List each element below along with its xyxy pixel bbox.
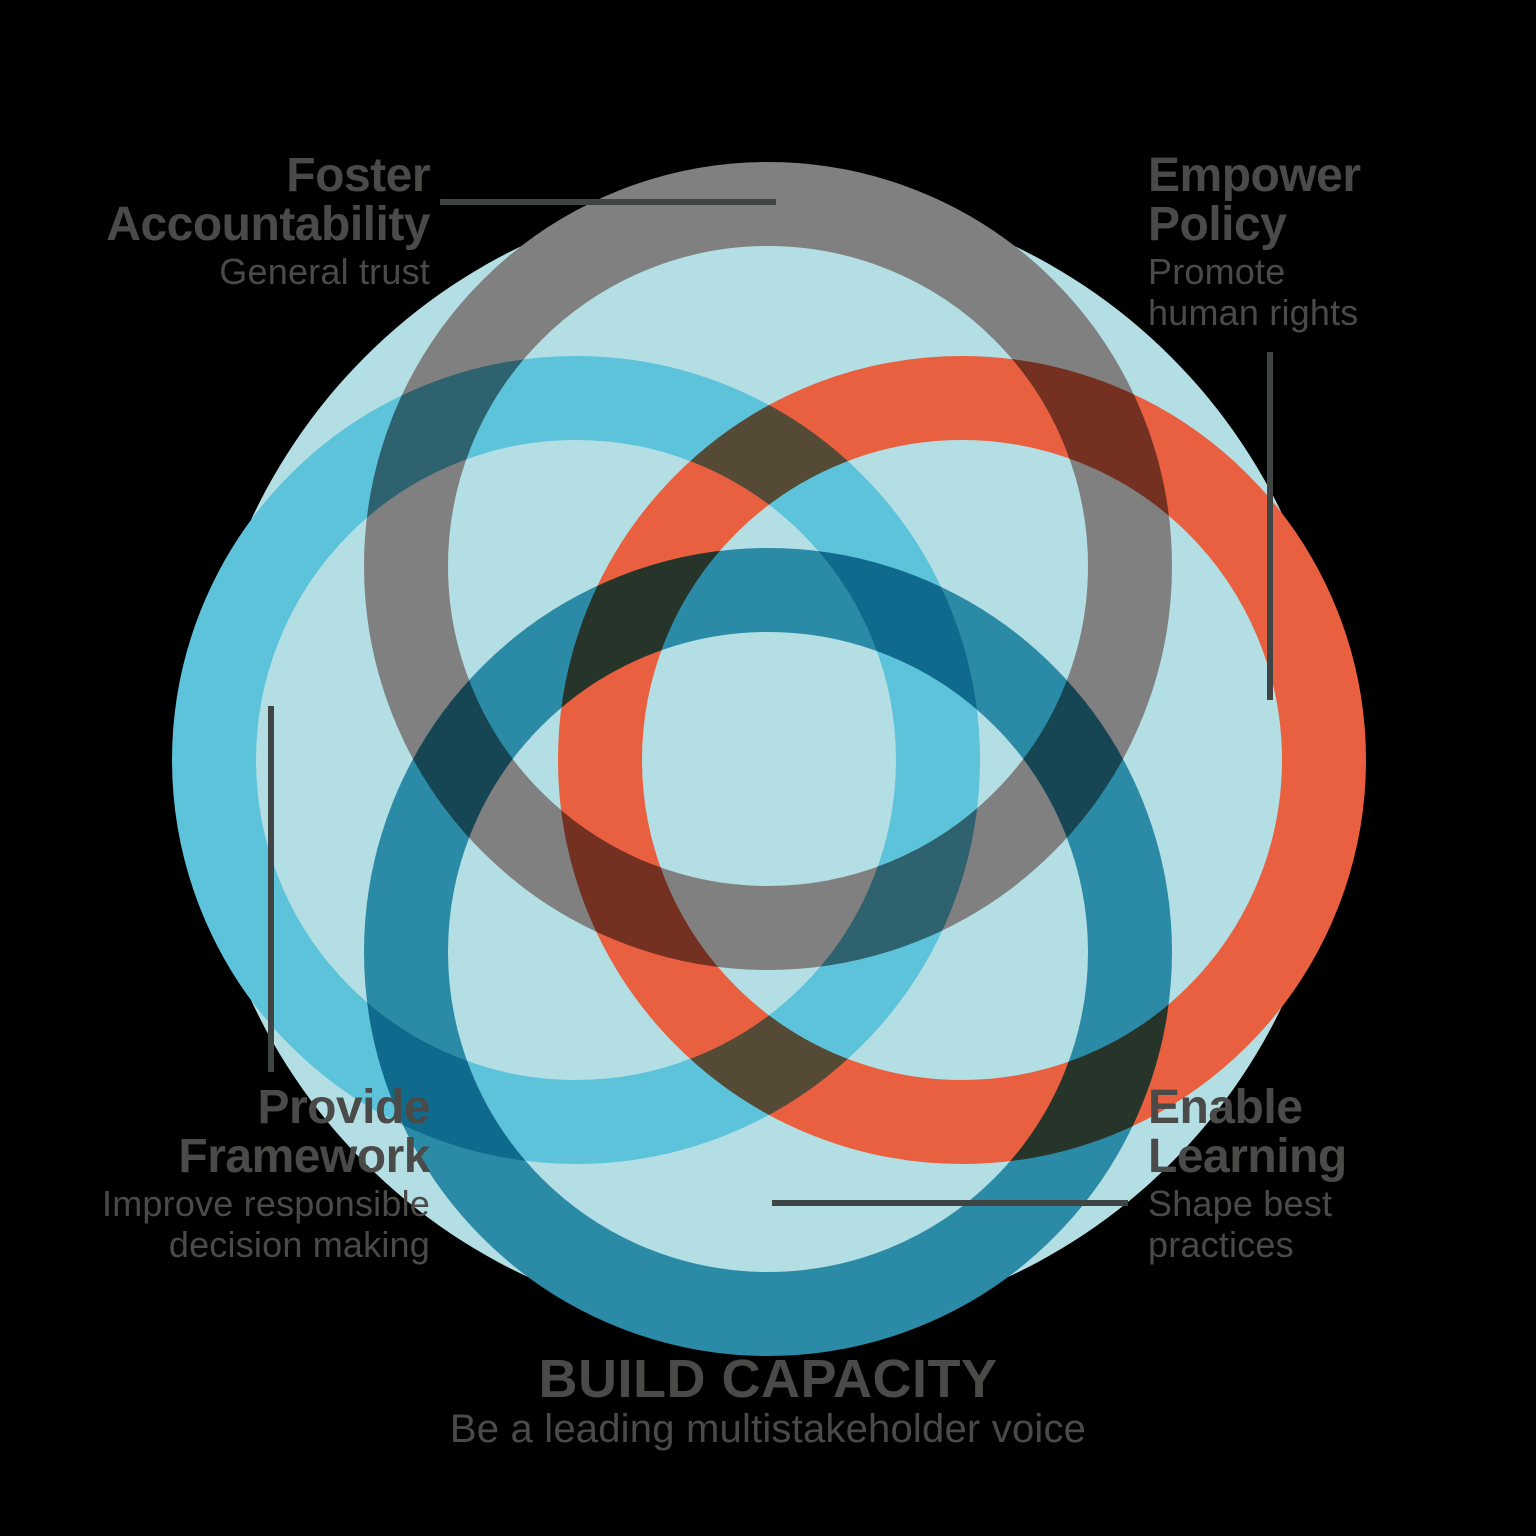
footer-subtitle: Be a leading multistakeholder voice: [449, 1407, 1087, 1452]
label-title-line2: Framework: [178, 1129, 430, 1183]
label-title-line1: Empower: [1148, 149, 1361, 202]
label-subtitle-line2: practices: [1148, 1223, 1294, 1265]
ring-provide-framework[interactable]: [172, 356, 980, 1164]
footer-title: BUILD CAPACITY: [538, 1349, 998, 1409]
label-title-line1: Enable: [1148, 1081, 1303, 1134]
label-title-line2: Learning: [1148, 1129, 1347, 1183]
label-enable-learning[interactable]: Enable Learning Shape best practices: [1148, 1081, 1518, 1265]
label-subtitle-line1: Shape best: [1148, 1182, 1333, 1224]
label-title-line2: Policy: [1148, 197, 1287, 251]
label-subtitle-line2: decision making: [168, 1223, 430, 1265]
label-subtitle: General trust: [219, 250, 430, 292]
label-subtitle-line1: Improve responsible: [102, 1182, 430, 1224]
label-provide-framework[interactable]: Provide Framework Improve responsible de…: [30, 1081, 430, 1265]
label-empower-policy[interactable]: Empower Policy Promote human rights: [1148, 149, 1518, 333]
label-subtitle-line2: human rights: [1148, 291, 1359, 333]
label-subtitle-line1: Promote: [1148, 250, 1286, 292]
ring-enable-learning[interactable]: [364, 548, 1172, 1356]
ring-empower-policy[interactable]: [558, 356, 1366, 1164]
label-foster-accountability[interactable]: Foster Accountability General trust: [20, 149, 430, 292]
label-title-line1: Provide: [257, 1081, 430, 1134]
label-build-capacity: BUILD CAPACITY Be a leading multistakeho…: [268, 1349, 1268, 1452]
halo-background-circle: [198, 190, 1338, 1330]
label-title-line1: Foster: [286, 149, 430, 202]
label-title-line2: Accountability: [106, 197, 430, 251]
